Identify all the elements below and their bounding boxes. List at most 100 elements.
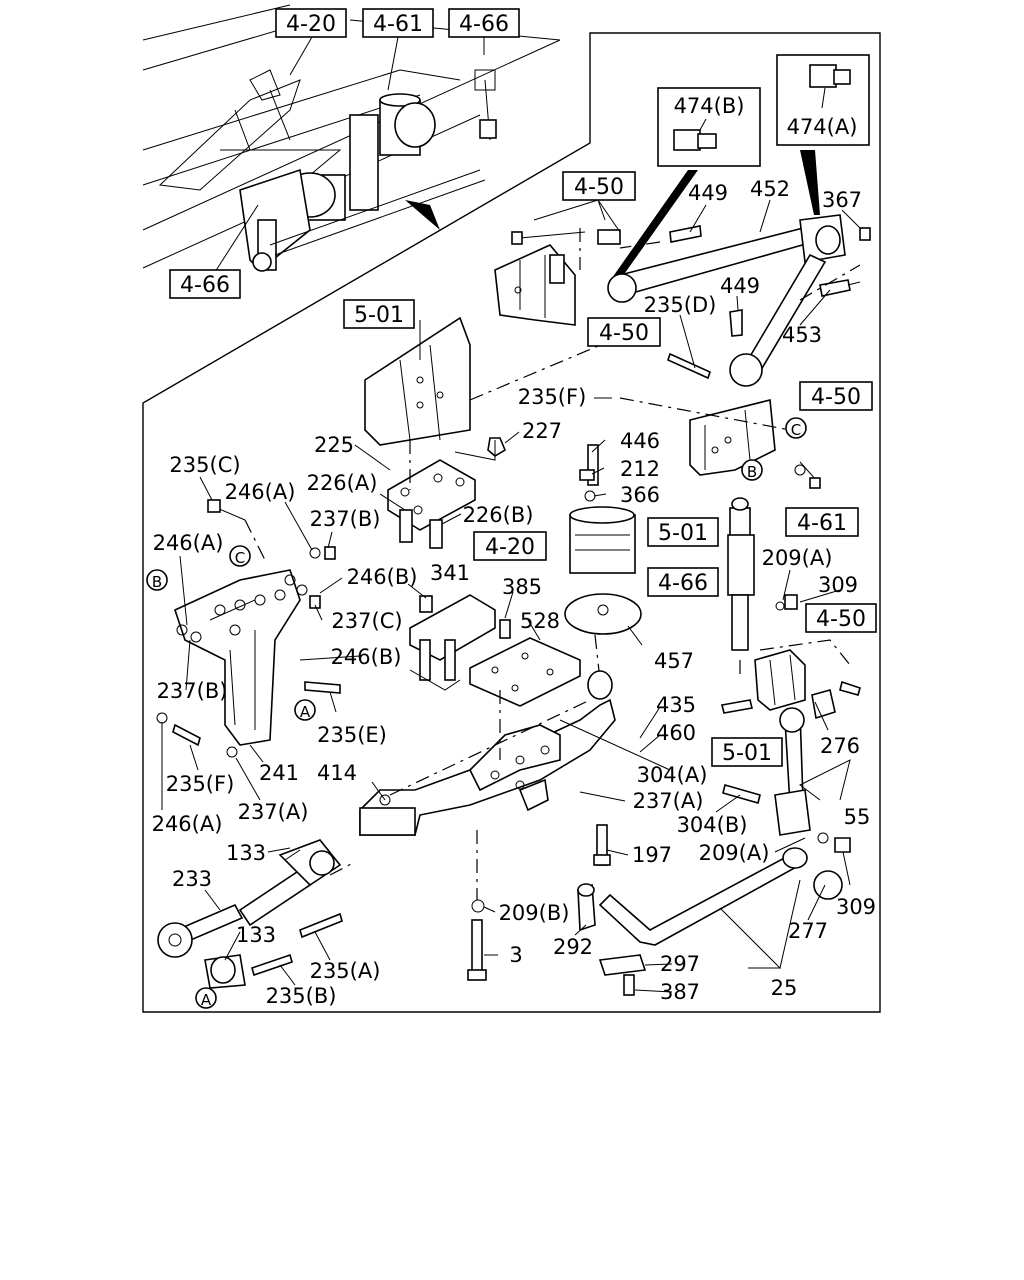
ref-box-4-50-upper: 4-50 (562, 171, 636, 201)
ref-box-5-01-mid: 5-01 (647, 517, 719, 547)
leader-lines (161, 199, 861, 993)
part-226b: 226(B) (463, 503, 534, 527)
svg-text:B: B (747, 463, 757, 481)
part-133-lower: 133 (236, 923, 276, 947)
svg-text:4-20: 4-20 (485, 535, 535, 560)
part-233: 233 (172, 867, 212, 891)
part-449-upper: 449 (688, 181, 728, 205)
svg-text:4-66: 4-66 (180, 273, 230, 298)
ref-box-4-66-mid: 4-66 (647, 567, 719, 597)
ref-box-4-61-top: 4-61 (362, 8, 434, 38)
ref-box-4-50-right: 4-50 (799, 381, 873, 411)
part-341: 341 (430, 561, 470, 585)
part-235f-upper: 235(F) (518, 385, 587, 409)
part-387: 387 (660, 980, 700, 1004)
part-number-labels: 449 452 367 449 235(D) 453 235(F) 227 22… (152, 177, 876, 1008)
marker-a-lower: A (195, 987, 217, 1009)
part-235a: 235(A) (310, 959, 381, 983)
air-spring-assembly (564, 444, 642, 681)
svg-text:5-01: 5-01 (658, 521, 708, 546)
part-241: 241 (259, 761, 299, 785)
part-449-lower: 449 (720, 274, 760, 298)
part-457: 457 (654, 649, 694, 673)
ref-box-4-66-left: 4-66 (169, 269, 241, 299)
part-528: 528 (520, 609, 560, 633)
part-453: 453 (782, 323, 822, 347)
part-237b-lower: 237(B) (157, 679, 228, 703)
svg-text:A: A (201, 991, 212, 1009)
part-414: 414 (317, 761, 357, 785)
part-237a-right: 237(A) (633, 789, 704, 813)
trailing-arm-414 (359, 670, 616, 836)
shock-absorber (727, 497, 798, 680)
svg-text:C: C (235, 549, 245, 567)
part-197: 197 (632, 843, 672, 867)
part-452: 452 (750, 177, 790, 201)
long-bolts (467, 824, 611, 981)
part-237c: 237(C) (331, 609, 402, 633)
svg-text:4-50: 4-50 (574, 175, 624, 200)
svg-text:5-01: 5-01 (354, 303, 404, 328)
part-237b-upper: 237(B) (310, 507, 381, 531)
part-237a-left: 237(A) (238, 800, 309, 824)
frame-bracket-upper (494, 199, 621, 326)
part-235e: 235(E) (317, 723, 387, 747)
part-309-lower: 309 (836, 895, 876, 919)
part-209a-lower: 209(A) (699, 841, 770, 865)
part-246a-left: 246(A) (153, 531, 224, 555)
svg-text:B: B (152, 573, 162, 591)
ref-box-4-20-top: 4-20 (275, 8, 347, 38)
inset-474b: 474(B) (612, 87, 761, 280)
part-246b-upper: 246(B) (347, 565, 418, 589)
ref-box-4-20-mid: 4-20 (473, 531, 547, 561)
diagram-frame (142, 32, 881, 1013)
marker-b-right: B (741, 459, 763, 481)
svg-text:4-50: 4-50 (599, 321, 649, 346)
part-235c: 235(C) (169, 453, 240, 477)
part-292: 292 (553, 935, 593, 959)
svg-text:4-66: 4-66 (658, 571, 708, 596)
part-246b-lower: 246(B) (331, 645, 402, 669)
svg-text:4-20: 4-20 (286, 12, 336, 37)
marker-b-left: B (146, 569, 168, 591)
chassis-overview (142, 4, 561, 273)
part-297: 297 (660, 952, 700, 976)
part-209a-upper: 209(A) (762, 546, 833, 570)
ref-box-4-50-lower: 4-50 (805, 603, 877, 633)
svg-text:474(A): 474(A) (787, 115, 858, 139)
axle-seat-225 (387, 437, 507, 549)
stabilizer-bar-25 (577, 832, 851, 996)
part-276: 276 (820, 734, 860, 758)
frame-rail (364, 316, 661, 446)
svg-text:4-61: 4-61 (373, 12, 423, 37)
part-235d: 235(D) (644, 293, 717, 317)
part-309-upper: 309 (818, 573, 858, 597)
part-385: 385 (502, 575, 542, 599)
part-133-upper: 133 (226, 841, 266, 865)
svg-text:4-50: 4-50 (816, 607, 866, 632)
part-446: 446 (620, 429, 660, 453)
part-226a: 226(A) (307, 471, 378, 495)
svg-text:C: C (791, 421, 801, 439)
svg-text:4-66: 4-66 (459, 12, 509, 37)
seat-plate-528 (469, 637, 581, 707)
saddle-bracket (409, 594, 511, 691)
part-55: 55 (844, 805, 871, 829)
part-460: 460 (656, 721, 696, 745)
part-209b: 209(B) (499, 901, 570, 925)
marker-c-right: C (785, 417, 807, 439)
part-235f-lower: 235(F) (166, 772, 235, 796)
spring-hanger-241 (156, 499, 341, 758)
svg-text:A: A (300, 703, 311, 721)
part-304b: 304(B) (677, 813, 748, 837)
ref-box-5-01-upper: 5-01 (343, 299, 415, 329)
part-246a-lower: 246(A) (152, 812, 223, 836)
part-246a-upper: 246(A) (225, 480, 296, 504)
part-225: 225 (314, 433, 354, 457)
ref-box-4-50-mid: 4-50 (587, 317, 661, 347)
svg-text:4-61: 4-61 (797, 511, 847, 536)
marker-c-left: C (229, 545, 251, 567)
ref-box-4-66-top: 4-66 (448, 8, 520, 38)
part-366: 366 (620, 483, 660, 507)
